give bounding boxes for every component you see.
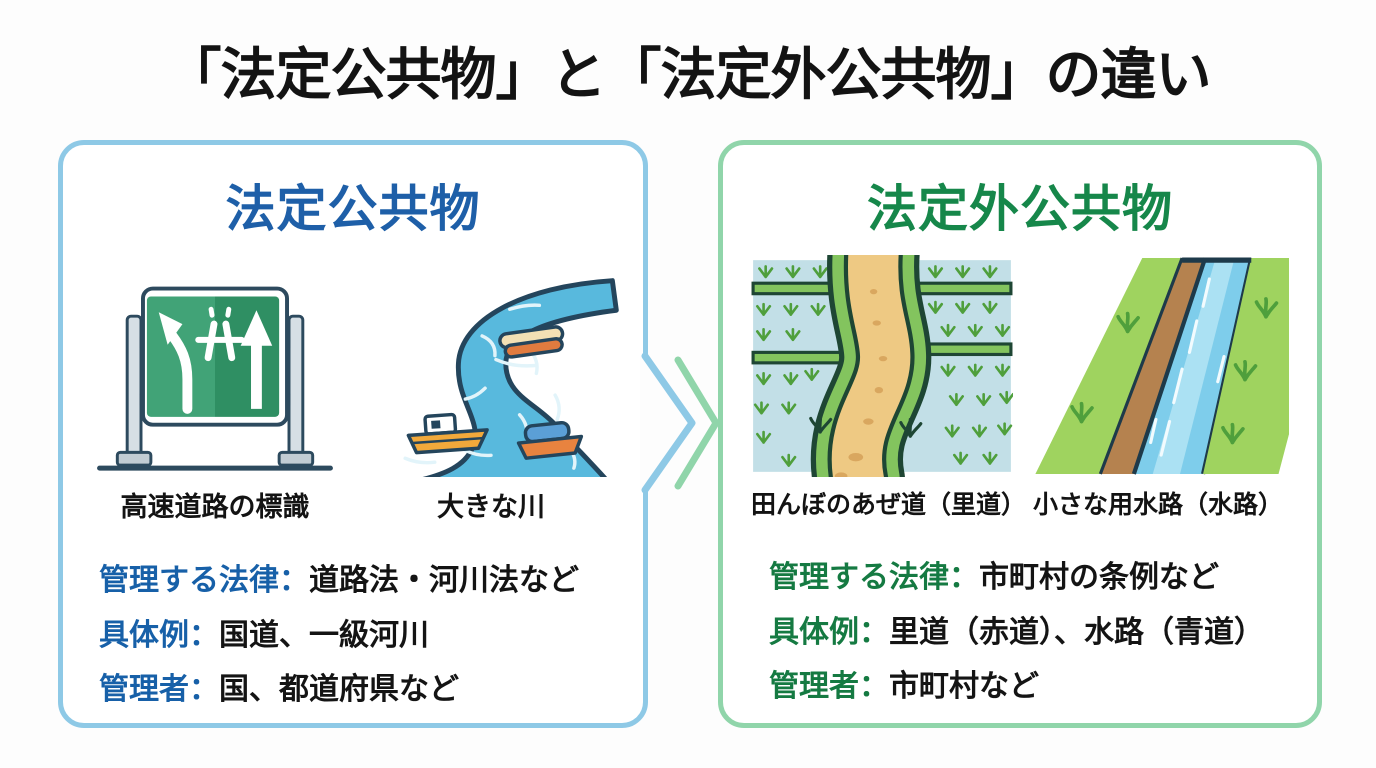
info-label: 管理する法律： xyxy=(769,561,979,594)
rice-paddy-path-caption: 田んぼのあぜ道（里道） xyxy=(751,491,1027,519)
info-row-examples: 具体例：里道（赤道）、水路（青道） xyxy=(769,606,1317,661)
highway-sign-illustration xyxy=(97,286,333,471)
info-label: 管理する法律： xyxy=(99,564,309,597)
info-value: 市町村など xyxy=(889,670,1039,704)
right-panel-illustrations: 田んぼのあぜ道（里道） xyxy=(723,255,1317,521)
rice-paddy-path-figure: 田んぼのあぜ道（里道） xyxy=(751,255,1027,521)
waterway-illustration xyxy=(1035,257,1289,475)
statutory-public-property-panel: 法定公共物 xyxy=(58,140,648,728)
info-value: 国、都道府県など xyxy=(219,673,459,707)
left-panel-heading: 法定公共物 xyxy=(225,181,481,237)
info-row-manager: 管理者：市町村など xyxy=(769,660,1317,715)
river-caption: 大きな川 xyxy=(437,492,545,522)
info-row-examples: 具体例：国道、一級河川 xyxy=(99,609,643,664)
waterway-caption: 小さな用水路（水路） xyxy=(1032,491,1283,519)
right-panel-info: 管理する法律：市町村の条例など 具体例：里道（赤道）、水路（青道） 管理者：市町… xyxy=(769,551,1317,715)
left-panel-illustrations: 高速道路の標識 xyxy=(63,255,643,524)
info-value: 市町村の条例など xyxy=(979,561,1219,594)
info-row-law: 管理する法律：市町村の条例など xyxy=(769,551,1317,606)
right-panel-heading: 法定外公共物 xyxy=(867,181,1173,237)
transition-chevrons-icon xyxy=(640,352,720,494)
page-title: 「法定公共物」と「法定外公共物」の違い xyxy=(165,43,1212,106)
river-illustration xyxy=(403,278,619,477)
info-value: 国道、一級河川 xyxy=(219,618,429,652)
info-label: 具体例： xyxy=(769,615,889,649)
highway-sign-figure: 高速道路の標識 xyxy=(84,255,346,524)
rice-paddy-path-illustration xyxy=(751,255,1013,477)
info-label: 管理者： xyxy=(769,670,889,704)
non-statutory-public-property-panel: 法定外公共物 xyxy=(718,140,1322,728)
info-row-law: 管理する法律：道路法・河川法など xyxy=(99,554,643,609)
highway-sign-caption: 高速道路の標識 xyxy=(120,492,310,522)
info-row-manager: 管理者：国、都道府県など xyxy=(99,663,643,718)
info-value: 里道（赤道）、水路（青道） xyxy=(889,615,1264,649)
river-figure: 大きな川 xyxy=(360,255,622,524)
info-label: 管理者： xyxy=(99,673,219,707)
waterway-figure: 小さな用水路（水路） xyxy=(1027,255,1289,521)
left-panel-info: 管理する法律：道路法・河川法など 具体例：国道、一級河川 管理者：国、都道府県な… xyxy=(99,554,643,718)
info-value: 道路法・河川法など xyxy=(309,564,579,597)
info-label: 具体例： xyxy=(99,618,219,652)
